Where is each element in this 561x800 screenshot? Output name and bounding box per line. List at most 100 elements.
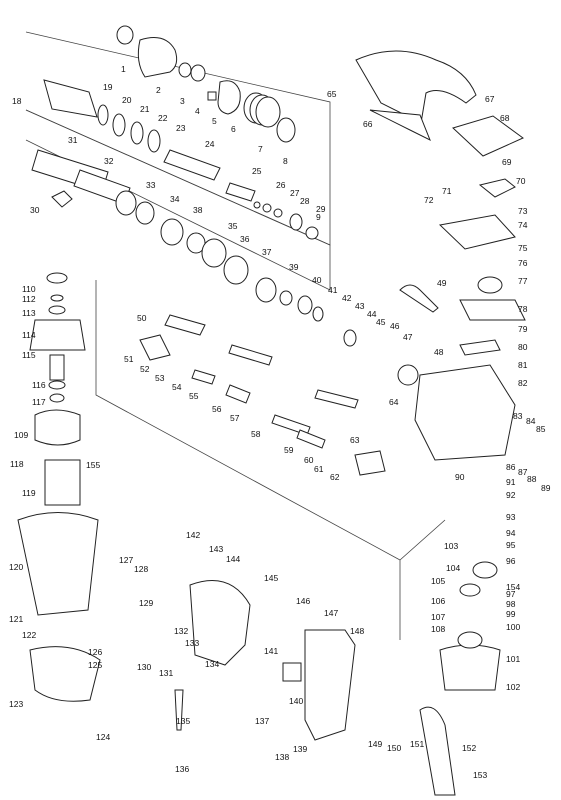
part-2-shape (137, 37, 178, 78)
part-label-130: 130 (137, 662, 151, 672)
part-label-56: 56 (212, 404, 222, 414)
part-label-81: 81 (518, 360, 528, 370)
part-123-shape (29, 646, 101, 702)
part-label-132: 132 (174, 626, 188, 636)
part-label-89: 89 (541, 483, 551, 493)
part-7-shape (243, 92, 281, 128)
part-70-shape (478, 178, 516, 198)
part-label-52: 52 (140, 364, 150, 374)
part-78-shape (459, 299, 526, 321)
part-label-105: 105 (431, 576, 445, 586)
part-label-1: 1 (121, 64, 126, 74)
part-label-41: 41 (328, 285, 338, 295)
part-label-50: 50 (137, 313, 147, 323)
part-48-shape (397, 364, 419, 386)
part-96-shape (472, 561, 498, 579)
part-label-18: 18 (12, 96, 22, 106)
part-label-114: 114 (22, 330, 36, 340)
part-label-6: 6 (231, 124, 236, 134)
part-label-30: 30 (30, 205, 40, 215)
part-22-shape (130, 121, 144, 145)
part-label-25: 25 (252, 166, 262, 176)
part-35-shape (160, 218, 184, 246)
part-label-115: 115 (22, 350, 36, 360)
part-label-3: 3 (180, 96, 185, 106)
part-79-shape (459, 339, 501, 356)
part-label-96: 96 (506, 556, 516, 566)
part-4-shape (190, 64, 206, 82)
part-label-133: 133 (185, 638, 199, 648)
part-label-94: 94 (506, 528, 516, 538)
part-115-shape (49, 354, 65, 381)
part-53-shape (228, 344, 273, 366)
part-30-shape (51, 190, 73, 208)
part-label-148: 148 (350, 626, 364, 636)
part-label-46: 46 (390, 321, 400, 331)
part-label-98: 98 (506, 599, 516, 609)
part-label-126: 126 (88, 647, 102, 657)
part-label-141: 141 (264, 646, 278, 656)
part-label-38: 38 (193, 205, 203, 215)
part-47-shape (314, 389, 359, 409)
part-label-51: 51 (124, 354, 134, 364)
part-112-shape (50, 294, 64, 302)
part-label-61: 61 (314, 464, 324, 474)
part-49-shape (399, 284, 439, 313)
part-label-75: 75 (518, 243, 528, 253)
part-label-113: 113 (22, 308, 36, 318)
part-23-shape (147, 129, 161, 153)
part-50-shape (164, 314, 206, 336)
part-label-149: 149 (368, 739, 382, 749)
part-label-22: 22 (158, 113, 168, 123)
part-label-117: 117 (32, 397, 46, 407)
part-34-shape (135, 201, 155, 225)
part-label-62: 62 (330, 472, 340, 482)
part-label-49: 49 (437, 278, 447, 288)
part-label-139: 139 (293, 744, 307, 754)
part-41-shape (297, 295, 313, 315)
part-label-123: 123 (9, 699, 23, 709)
part-56-shape (225, 384, 251, 404)
part-number-labels: 1234567891819202122232425262728293031323… (9, 64, 551, 780)
part-label-54: 54 (172, 382, 182, 392)
part-label-128: 128 (134, 564, 148, 574)
part-82-shape (414, 364, 516, 461)
part-66-shape (369, 109, 431, 142)
part-label-48: 48 (434, 347, 444, 357)
part-label-107: 107 (431, 612, 445, 622)
part-27-shape (262, 203, 272, 213)
part-label-138: 138 (275, 752, 289, 762)
part-label-29: 29 (316, 204, 326, 214)
part-120-shape (17, 512, 99, 616)
part-label-142: 142 (186, 530, 200, 540)
part-40-shape (279, 290, 293, 306)
part-label-70: 70 (516, 176, 526, 186)
part-label-136: 136 (175, 764, 189, 774)
part-label-59: 59 (284, 445, 294, 455)
part-label-143: 143 (209, 544, 223, 554)
part-109-shape (34, 409, 81, 446)
part-label-88: 88 (527, 474, 537, 484)
part-label-92: 92 (506, 490, 516, 500)
part-label-106: 106 (431, 596, 445, 606)
part-label-86: 86 (506, 462, 516, 472)
part-label-134: 134 (205, 659, 219, 669)
part-140-shape (282, 662, 302, 682)
part-19-shape (43, 79, 98, 118)
part-label-129: 129 (139, 598, 153, 608)
part-label-60: 60 (304, 455, 314, 465)
part-28-shape (273, 208, 283, 218)
part-label-137: 137 (255, 716, 269, 726)
part-106-shape (459, 583, 481, 597)
part-21-shape (112, 113, 126, 137)
part-label-153: 153 (473, 770, 487, 780)
part-label-150: 150 (387, 743, 401, 753)
part-label-118: 118 (10, 459, 24, 469)
part-label-119: 119 (22, 488, 36, 498)
part-label-33: 33 (146, 180, 156, 190)
part-label-65: 65 (327, 89, 337, 99)
part-6-shape (217, 80, 241, 115)
part-117-shape (49, 393, 65, 403)
part-152-shape (419, 706, 456, 796)
